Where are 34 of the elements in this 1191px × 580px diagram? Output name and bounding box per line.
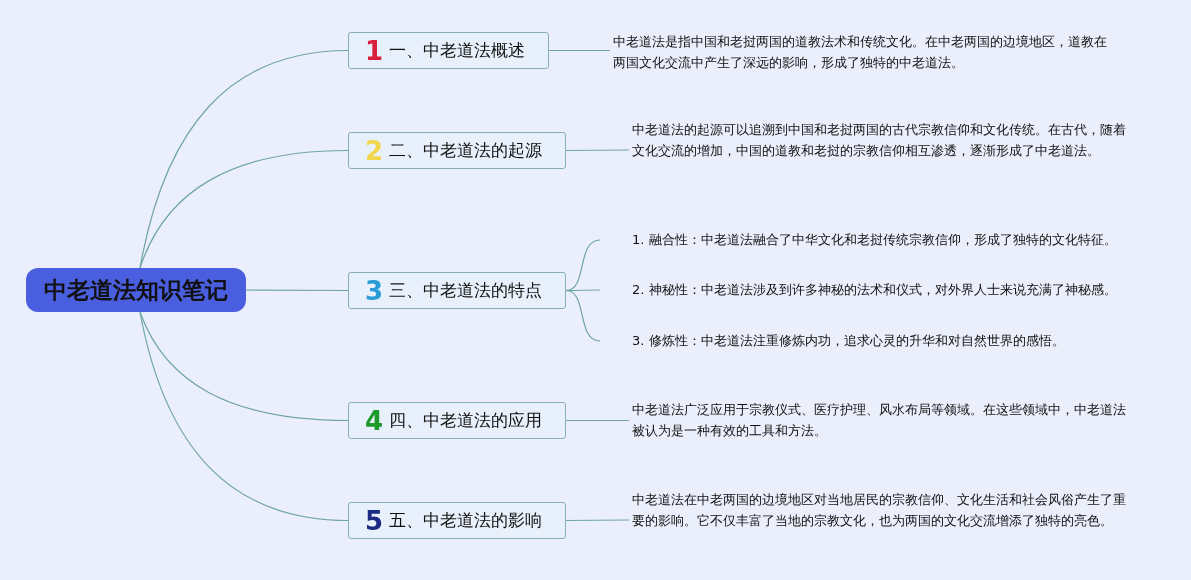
root-box <box>26 268 246 312</box>
step-number: 5 <box>365 507 384 534</box>
topic-title: 四、中老道法的应用 <box>389 409 543 432</box>
topic-title: 一、中老道法概述 <box>389 39 526 62</box>
step-number: 1 <box>365 37 384 64</box>
connector-line <box>565 419 630 422</box>
topic-title: 五、中老道法的影响 <box>389 509 543 532</box>
connector-line <box>139 311 349 422</box>
step-number: 2 <box>365 137 384 164</box>
connector-line <box>139 149 349 269</box>
connector-line <box>565 239 601 292</box>
topic-box <box>348 402 566 439</box>
connector-line <box>548 49 611 52</box>
topic-box <box>348 32 549 69</box>
topic-box <box>348 272 566 309</box>
note-text: 1. 融合性：中老道法融合了中华文化和老挝传统宗教信仰，形成了独特的文化特征。 <box>632 229 1127 271</box>
connector-line <box>565 519 630 522</box>
note-text: 3. 修炼性：中老道法注重修炼内功，追求心灵的升华和对自然世界的感悟。 <box>632 330 1127 351</box>
step-number: 3 <box>365 277 384 304</box>
topic-box <box>348 502 566 539</box>
connector-line <box>565 149 630 152</box>
step-number: 4 <box>365 407 384 434</box>
note-text: 中老道法在中老两国的边境地区对当地居民的宗教信仰、文化生活和社会风俗产生了重要的影响。它不仅丰富了当地的宗教文化，也为两国的文化交流增添了独特的亮色。 <box>632 489 1127 552</box>
note-text: 2. 神秘性：中老道法涉及到许多神秘的法术和仪式，对外界人士来说充满了神秘感。 <box>632 279 1127 321</box>
connector-line <box>565 289 601 342</box>
note-text: 中老道法广泛应用于宗教仪式、医疗护理、风水布局等领域。在这些领域中，中老道法被认为是一种有效的工具和方法。 <box>632 399 1127 441</box>
topic-title: 二、中老道法的起源 <box>389 139 543 162</box>
topic-title: 三、中老道法的特点 <box>389 279 543 302</box>
connector-line <box>245 289 349 292</box>
note-text: 中老道法的起源可以追溯到中国和老挝两国的古代宗教信仰和文化传统。在古代，随着文化交流的增加，中国的道教和老挝的宗教信仰相互渗透，逐渐形成了中老道法。 <box>632 119 1127 182</box>
title-text: 中老道法知识笔记 <box>44 275 228 305</box>
note-text: 中老道法是指中国和老挝两国的道教法术和传统文化。在中老两国的边境地区，道教在两国文化交流中产生了深远的影响，形成了独特的中老道法。 <box>613 31 1113 73</box>
topic-box <box>348 132 566 169</box>
connector-line <box>139 311 349 522</box>
